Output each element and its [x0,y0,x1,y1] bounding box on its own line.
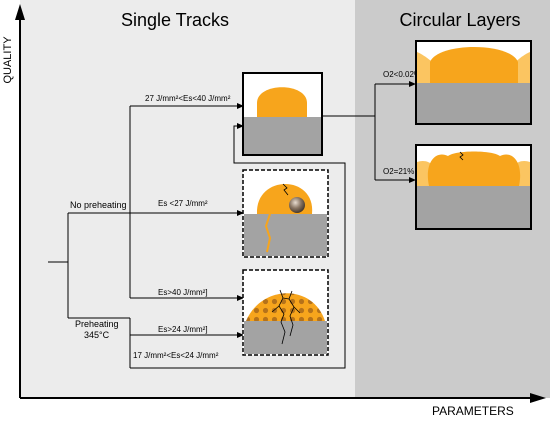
single-tracks-title: Single Tracks [121,10,229,30]
crack-network-icon [271,289,301,345]
circular-layers-title: Circular Layers [399,10,520,30]
condition-preheat-good: 17 J/mm²<Es<24 J/mm² [133,351,219,360]
y-axis-arrow-icon [15,4,25,20]
arrowheads [237,81,416,338]
condition-low-energy: Es <27 J/mm² [158,199,208,208]
no-preheating-label: No preheating [70,200,127,210]
condition-good-single: 27 J/mm²<Es<40 J/mm² [145,94,231,103]
condition-oxygen-low: O2<0.02% [383,70,421,79]
axes [15,4,546,403]
pore-icon [289,197,305,213]
condition-oxygen-high: O2=21% [383,167,414,176]
preheating-temp-label: 345°C [84,330,110,340]
condition-high-energy: Es>40 J/mm²] [158,288,208,297]
x-axis-arrow-icon [530,393,546,403]
crack-icon [282,183,289,196]
decision-tree [48,83,412,369]
lack-of-fusion-track-image [242,169,329,258]
circular-layer-air-image [415,144,532,230]
y-axis-label: QUALITY [2,36,14,84]
cracked-porous-track-image [242,269,329,356]
circular-layer-low-oxygen-image [415,40,532,125]
condition-preheat-high: Es>24 J/mm²] [158,325,208,334]
crack-icon [459,151,464,161]
x-axis-label: PARAMETERS [432,404,514,418]
preheating-label: Preheating [75,319,119,329]
good-single-track-image [242,72,323,156]
